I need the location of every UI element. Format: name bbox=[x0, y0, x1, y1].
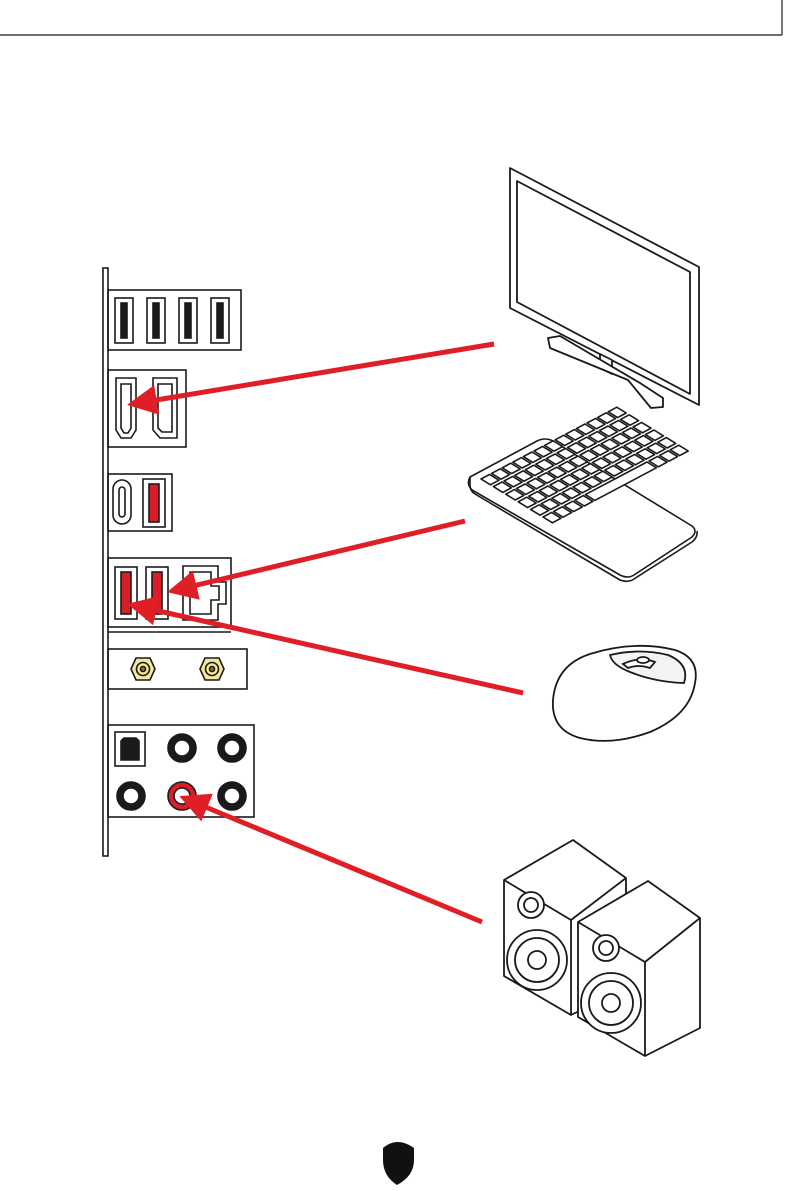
audio-block bbox=[108, 725, 254, 817]
audio-jack[interactable] bbox=[218, 782, 246, 810]
io-panel bbox=[103, 268, 254, 856]
usb-c-port[interactable] bbox=[113, 480, 131, 524]
line-out-jack-red[interactable] bbox=[168, 782, 196, 810]
audio-jack[interactable] bbox=[218, 734, 246, 762]
lan-port[interactable] bbox=[183, 566, 226, 620]
arrow-keyboard-to-usb bbox=[172, 521, 465, 591]
connection-arrows bbox=[132, 344, 523, 922]
usb-top-block bbox=[108, 290, 241, 350]
usb-a-port[interactable] bbox=[211, 298, 229, 343]
usb-a-port[interactable] bbox=[147, 298, 165, 343]
usb-a-red-port[interactable] bbox=[143, 479, 165, 527]
usb-c-block bbox=[108, 474, 172, 531]
monitor-icon bbox=[510, 168, 699, 408]
speakers-icon bbox=[504, 840, 700, 1056]
msi-shield-icon bbox=[383, 1142, 414, 1185]
usb-a-red-port-1[interactable] bbox=[115, 567, 137, 619]
optical-spdif-port[interactable] bbox=[115, 732, 145, 766]
audio-jack[interactable] bbox=[117, 782, 145, 810]
usb-a-port[interactable] bbox=[179, 298, 197, 343]
display-block bbox=[108, 370, 186, 447]
audio-jack[interactable] bbox=[168, 734, 196, 762]
wifi-antenna-connector[interactable] bbox=[200, 658, 224, 680]
wifi-block bbox=[108, 649, 247, 689]
arrow-speakers-to-lineout bbox=[184, 798, 482, 922]
mouse-icon bbox=[553, 646, 696, 741]
hdmi-port[interactable] bbox=[116, 378, 136, 438]
crop-marks bbox=[0, 0, 782, 35]
keyboard-icon bbox=[468, 407, 697, 581]
usb-a-port[interactable] bbox=[115, 298, 133, 343]
displayport-port[interactable] bbox=[153, 378, 177, 438]
wifi-antenna-connector[interactable] bbox=[131, 658, 155, 680]
